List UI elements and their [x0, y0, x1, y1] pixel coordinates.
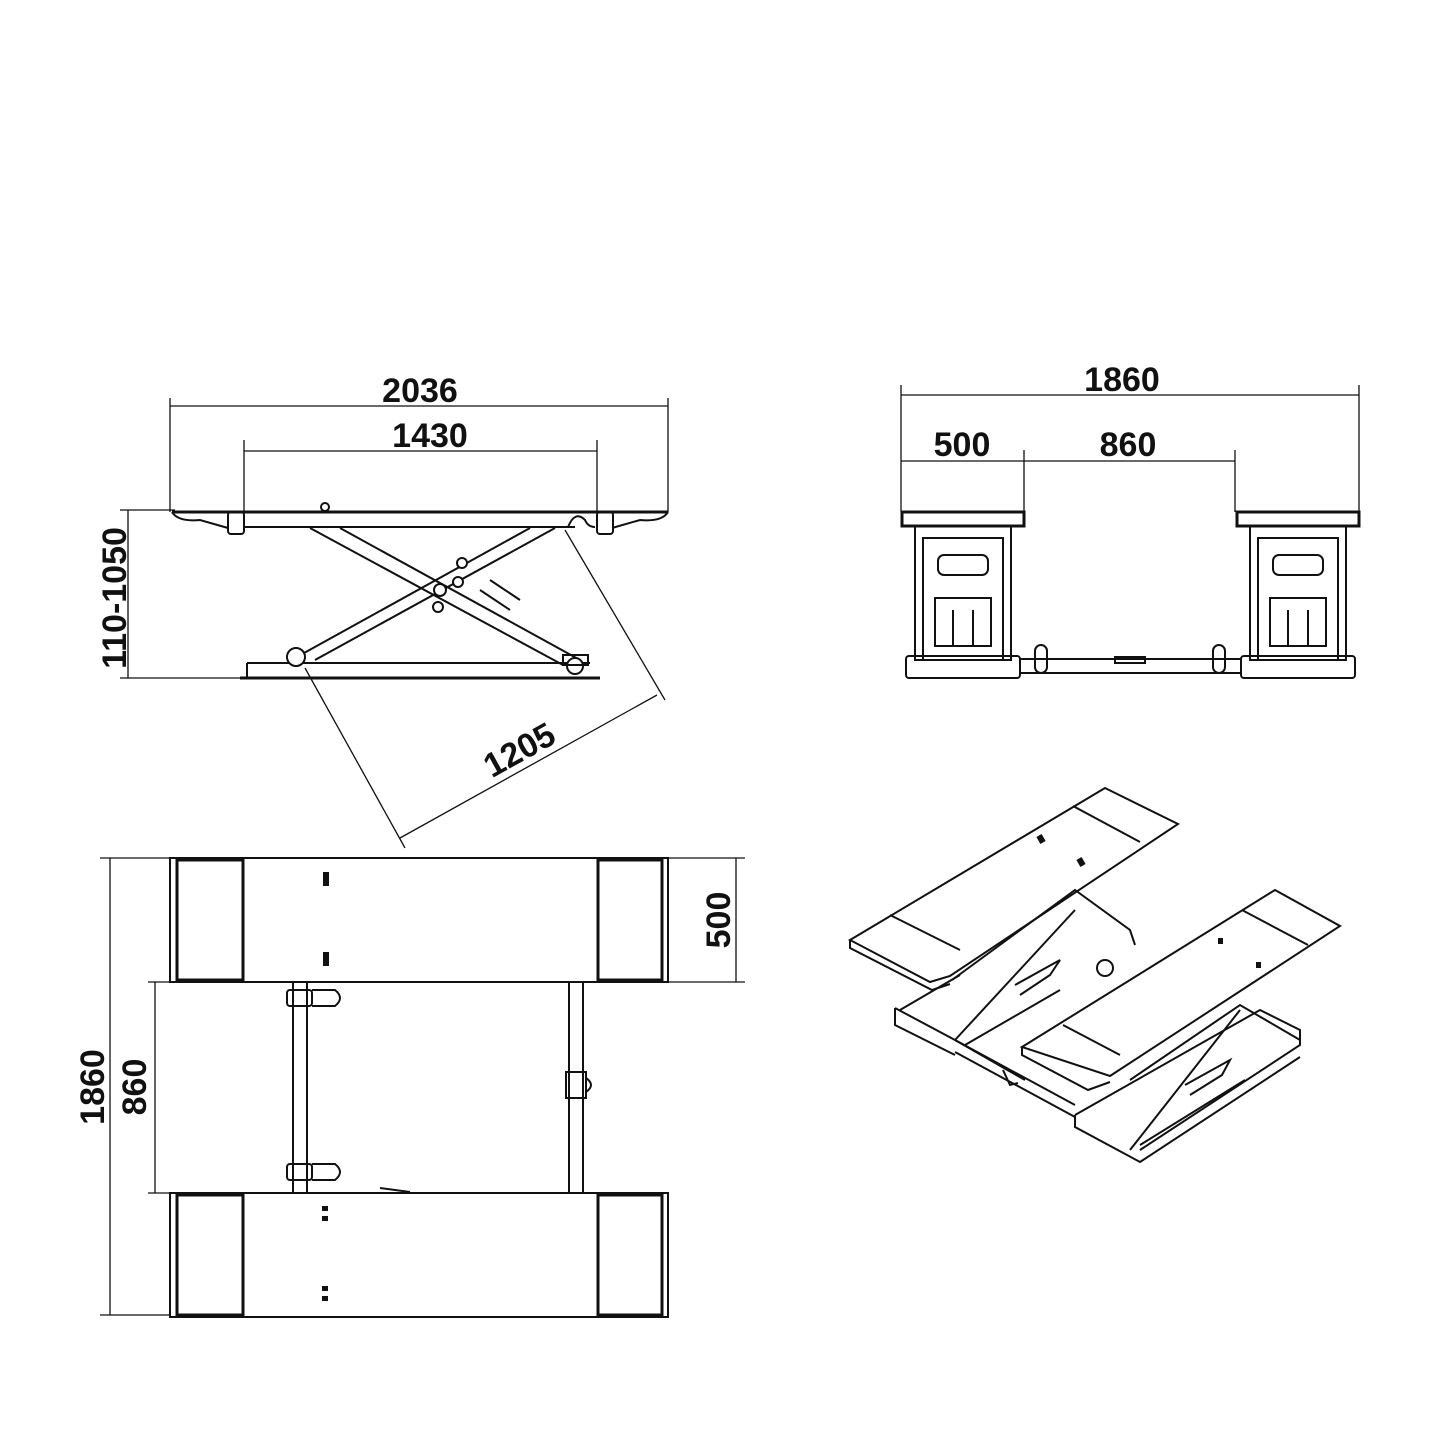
dimension-overall-width-top: 1860	[74, 857, 235, 1316]
front-left-unit	[900, 510, 1026, 679]
dimension-platform-width-top: 500	[668, 857, 745, 983]
dimension-overall-width-front: 1860	[900, 361, 1360, 512]
scissor-arms-side	[294, 527, 581, 666]
dim-label-1860-front: 1860	[1084, 361, 1160, 399]
front-view: 1860 500 860	[900, 361, 1361, 679]
front-right-unit	[1235, 510, 1361, 679]
dimension-inner-gap-front: 860	[1024, 426, 1235, 464]
iso-right-platform	[1019, 888, 1342, 1092]
top-upper-platform	[169, 857, 669, 983]
dim-label-110-1050: 110-1050	[96, 527, 134, 669]
dimension-height-range: 110-1050	[96, 509, 245, 679]
top-connecting-bars	[286, 981, 592, 1194]
base-side	[240, 647, 600, 680]
dimension-platform-length: 1430	[243, 417, 598, 512]
front-crossbar	[1019, 644, 1242, 674]
dimension-scissor-arm-length: 1205	[304, 529, 666, 849]
side-view: 2036 1430 110-1050	[96, 372, 669, 849]
dim-label-1205: 1205	[477, 715, 562, 785]
top-view: 1860 860 500	[74, 857, 745, 1318]
iso-left-platform	[847, 786, 1180, 992]
dim-label-860-front: 860	[1100, 426, 1157, 464]
dim-label-1430: 1430	[392, 417, 468, 455]
iso-left-scissor	[894, 888, 1136, 1081]
top-lower-platform	[169, 1192, 669, 1318]
dim-label-500-top: 500	[700, 892, 738, 949]
dim-label-500-front: 500	[934, 426, 991, 464]
platform-side	[171, 502, 669, 535]
dimension-overall-length: 2036	[169, 372, 669, 512]
dimension-platform-width-front: 500	[901, 426, 1236, 512]
isometric-view	[847, 786, 1342, 1164]
dim-label-1860-top: 1860	[74, 1049, 112, 1125]
dim-label-2036: 2036	[382, 372, 458, 410]
iso-crossbar	[954, 1039, 1076, 1118]
iso-right-scissor	[1074, 1003, 1301, 1164]
dimension-inner-gap-top: 860	[116, 981, 170, 1194]
dim-label-860-top: 860	[116, 1059, 154, 1116]
